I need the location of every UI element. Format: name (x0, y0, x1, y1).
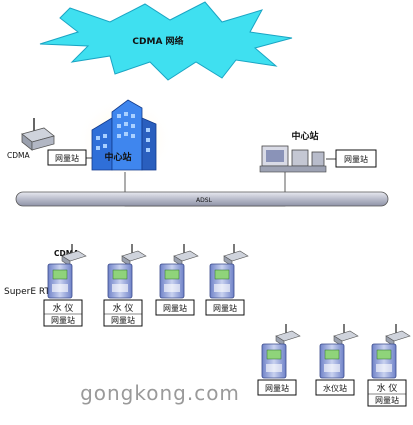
station-box (315, 379, 355, 396)
cdma-modem-icon (21, 118, 55, 151)
station-box (103, 299, 143, 327)
station-box-line1: 水 仪 (377, 382, 398, 394)
watermark: gongkong.com (80, 381, 240, 405)
cloud-label: CDMA 网络 (132, 35, 183, 47)
rtu-unit: 水仪站 (315, 324, 359, 396)
station-box (205, 299, 245, 316)
rtu-antenna-icon (61, 244, 87, 267)
rtu-label: SuperE RTU (4, 287, 57, 297)
rtu-device-icon (371, 343, 397, 379)
rtu-device-icon (209, 263, 235, 299)
station-box-line1: 水 仪 (113, 302, 134, 314)
station-box-line2: 网量站 (163, 303, 187, 313)
rtu-cdma-label: CDMA (54, 249, 79, 258)
left-cdma-label: CDMA (7, 151, 30, 160)
station-box (367, 379, 407, 407)
rtu-device-icon (261, 343, 287, 379)
left-station-box-label: 网量站 (55, 153, 79, 163)
rtu-antenna-icon (173, 244, 199, 267)
station-box-line2: 水仪站 (323, 383, 347, 393)
rtu-antenna-icon (121, 244, 147, 267)
left-center-label: 中心站 (104, 151, 131, 163)
adsl-label: ADSL (196, 197, 213, 204)
station-box-line2: 网量站 (265, 383, 289, 393)
adsl-bus: ADSL (15, 191, 389, 207)
left-center-station: CDMA 网量站 中心站 (7, 98, 286, 207)
rtu-unit: 网量站 (205, 244, 249, 316)
station-box-line2: 网量站 (213, 303, 237, 313)
rtu-row-1: 水 仪网量站水 仪网量站网量站网量站 (43, 244, 249, 327)
station-box (155, 299, 195, 316)
station-box (257, 379, 297, 396)
rtu-antenna-icon (275, 324, 301, 347)
right-center-label: 中心站 (291, 130, 318, 142)
rtu-antenna-icon (385, 324, 411, 347)
rtu-device-icon (319, 343, 345, 379)
rtu-device-icon (47, 263, 73, 299)
rtu-device-icon (159, 263, 185, 299)
station-box-line1: 水 仪 (53, 302, 74, 314)
cloud-shape (39, 1, 293, 81)
station-box-line2: 网量站 (111, 315, 135, 325)
rtu-unit: 网量站 (155, 244, 199, 316)
rtu-row-2: 网量站水仪站水 仪网量站 (257, 324, 411, 407)
station-box-line2: 网量站 (51, 315, 75, 325)
rtu-device-icon (107, 263, 133, 299)
station-box (43, 299, 83, 327)
building-icon (91, 99, 157, 171)
station-box-line2: 网量站 (375, 395, 399, 405)
right-station-box-label: 网量站 (344, 154, 368, 164)
right-station-box (335, 149, 377, 168)
cdma-cloud: CDMA 网络 (39, 1, 293, 81)
computer-equipment-icon (259, 145, 327, 173)
rtu-antenna-icon (333, 324, 359, 347)
left-station-box (47, 149, 87, 166)
right-center-station: 中心站 网量站 (259, 130, 377, 173)
rtu-unit: 网量站 (257, 324, 301, 396)
rtu-antenna-icon (223, 244, 249, 267)
